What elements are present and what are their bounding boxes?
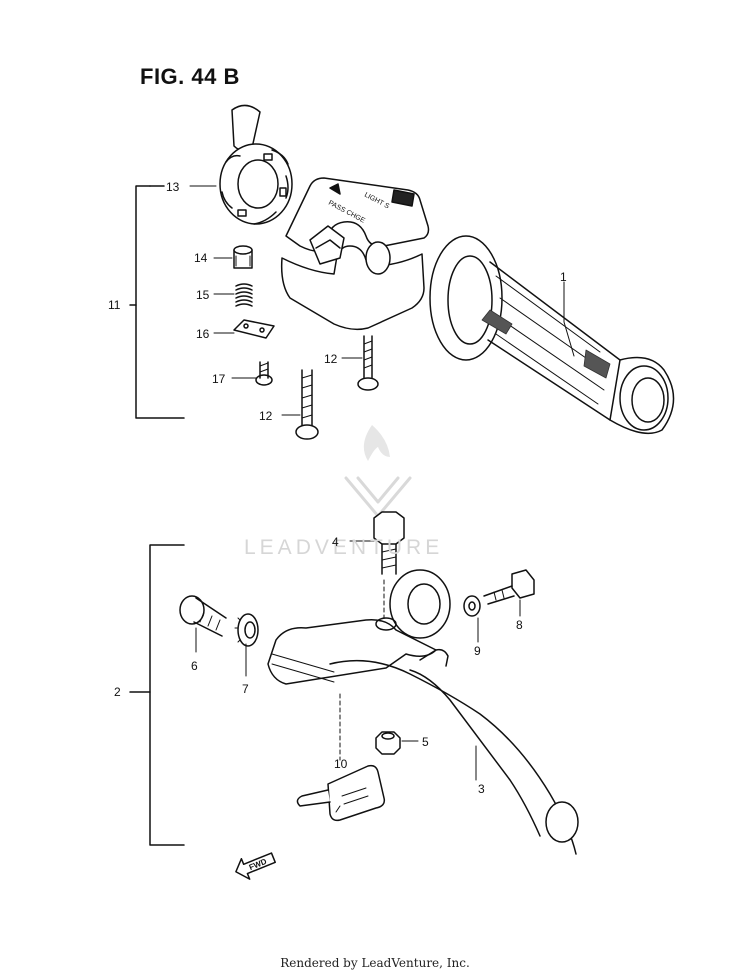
pivot-bolt-4 bbox=[373, 511, 405, 575]
callout-1: 1 bbox=[560, 270, 567, 284]
callout-12-upper: 12 bbox=[324, 352, 338, 366]
screw-12-upper bbox=[357, 335, 379, 391]
callout-3: 3 bbox=[478, 782, 485, 796]
callout-4: 4 bbox=[332, 535, 339, 549]
leader-lines bbox=[189, 185, 575, 781]
brake-lever-assembly-3 bbox=[267, 569, 579, 855]
screw-17 bbox=[255, 361, 273, 386]
callout-14: 14 bbox=[194, 251, 208, 265]
callout-13: 13 bbox=[166, 180, 180, 194]
spring-15 bbox=[235, 283, 253, 307]
callout-7: 7 bbox=[242, 682, 249, 696]
handlebar-grip-1 bbox=[429, 235, 675, 435]
callout-2: 2 bbox=[114, 685, 121, 699]
bracket-group-11 bbox=[129, 185, 185, 419]
watermark-logo bbox=[344, 425, 412, 518]
choke-lever-13 bbox=[219, 104, 293, 225]
locknut-7 bbox=[234, 613, 259, 647]
callout-6: 6 bbox=[191, 659, 198, 673]
callout-9: 9 bbox=[474, 644, 481, 658]
forward-direction-arrow bbox=[235, 852, 276, 880]
switch-10 bbox=[296, 764, 386, 822]
figure-title: FIG. 44 B bbox=[140, 64, 240, 89]
screw-12-lower bbox=[295, 369, 319, 440]
callout-12-lower: 12 bbox=[259, 409, 273, 423]
bracket-group-2 bbox=[129, 544, 185, 846]
plate-16 bbox=[233, 319, 275, 339]
callout-5: 5 bbox=[422, 735, 429, 749]
callout-11: 11 bbox=[108, 298, 121, 312]
watermark-text: LEADVENTURE bbox=[244, 536, 444, 559]
switch-housing bbox=[280, 177, 430, 331]
footer-credit: Rendered by LeadVenture, Inc. bbox=[280, 956, 470, 970]
callout-17: 17 bbox=[212, 372, 226, 386]
bolt-8 bbox=[483, 569, 535, 605]
callout-8: 8 bbox=[516, 618, 523, 632]
callout-15: 15 bbox=[196, 288, 210, 302]
nut-5 bbox=[375, 731, 401, 755]
callout-16: 16 bbox=[196, 327, 210, 341]
adjuster-bolt-6 bbox=[179, 595, 227, 637]
adjuster-14 bbox=[233, 245, 253, 269]
washer-9 bbox=[463, 595, 481, 617]
callout-10: 10 bbox=[334, 757, 348, 771]
